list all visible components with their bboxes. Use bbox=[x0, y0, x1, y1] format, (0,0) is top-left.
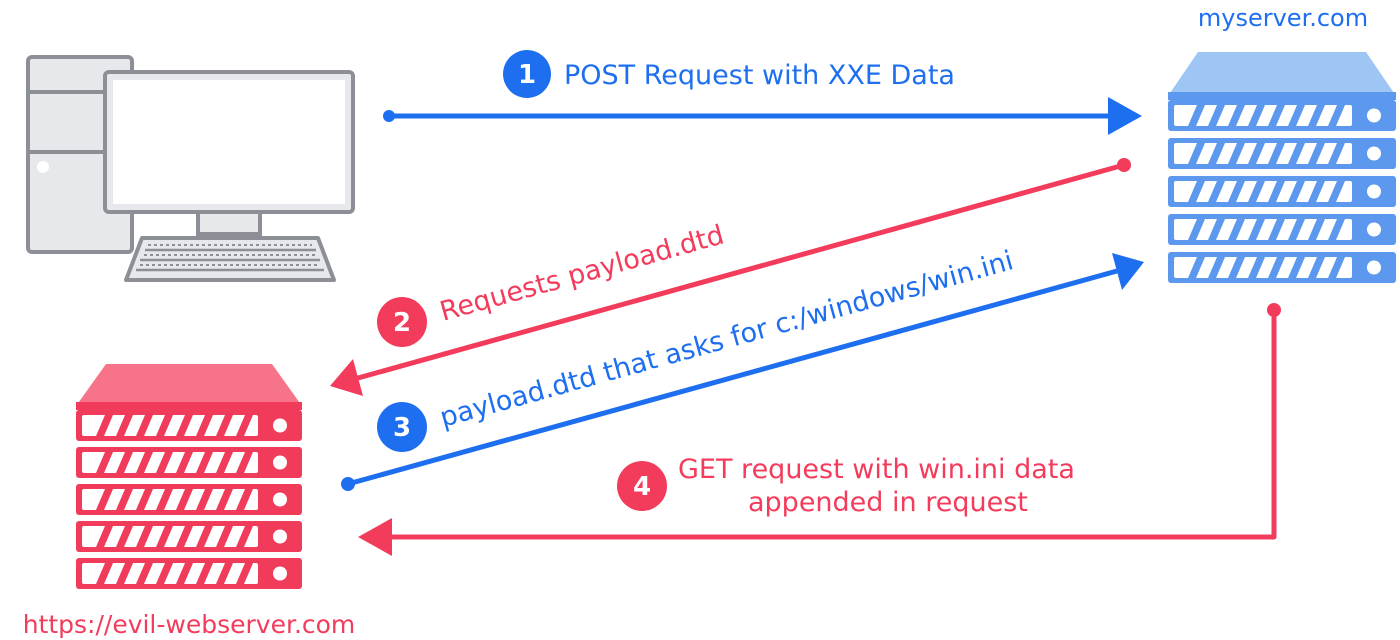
server-led bbox=[273, 529, 287, 544]
svg-text:1: 1 bbox=[518, 60, 536, 90]
arrow-step-3 bbox=[341, 253, 1144, 491]
server-unit bbox=[1168, 252, 1396, 283]
server-led bbox=[273, 418, 287, 433]
server-led bbox=[1367, 108, 1381, 123]
server-unit bbox=[76, 410, 302, 441]
svg-text:3: 3 bbox=[393, 413, 411, 443]
server-unit bbox=[1168, 176, 1396, 207]
step-1-label: POST Request with XXE Data bbox=[564, 60, 955, 91]
server-unit bbox=[1168, 214, 1396, 245]
svg-text:2: 2 bbox=[393, 308, 411, 338]
step-2-badge: 2 bbox=[377, 297, 427, 347]
svg-text:4: 4 bbox=[633, 472, 651, 502]
desktop-computer-icon bbox=[26, 55, 355, 282]
server-unit bbox=[76, 484, 302, 515]
step-4-label-line2: appended in request bbox=[748, 487, 1028, 518]
arrow-step-2 bbox=[330, 158, 1131, 396]
server-unit bbox=[76, 521, 302, 552]
evil-webserver-server-icon bbox=[76, 364, 302, 589]
myserver-server-icon bbox=[1168, 52, 1396, 283]
server-led bbox=[273, 566, 287, 581]
server-led bbox=[1367, 260, 1381, 275]
arrow-step-1 bbox=[383, 97, 1142, 135]
server-unit bbox=[1168, 100, 1396, 131]
server-unit bbox=[76, 558, 302, 589]
step-4-badge: 4 bbox=[617, 461, 667, 511]
step-1-badge: 1 bbox=[503, 50, 551, 98]
server-led bbox=[1367, 222, 1381, 237]
myserver-label: myserver.com bbox=[1198, 4, 1368, 32]
step-3-badge: 3 bbox=[377, 402, 427, 452]
server-led bbox=[1367, 146, 1381, 161]
server-led bbox=[273, 492, 287, 507]
server-led bbox=[273, 455, 287, 470]
step-4-label-line1: GET request with win.ini data bbox=[678, 454, 1075, 485]
arrow-step-4 bbox=[358, 303, 1281, 556]
step-2-label: Requests payload.dtd bbox=[437, 220, 728, 328]
server-unit bbox=[76, 447, 302, 478]
evil-webserver-label: https://evil-webserver.com bbox=[23, 610, 356, 639]
server-unit bbox=[1168, 138, 1396, 169]
server-led bbox=[1367, 184, 1381, 199]
